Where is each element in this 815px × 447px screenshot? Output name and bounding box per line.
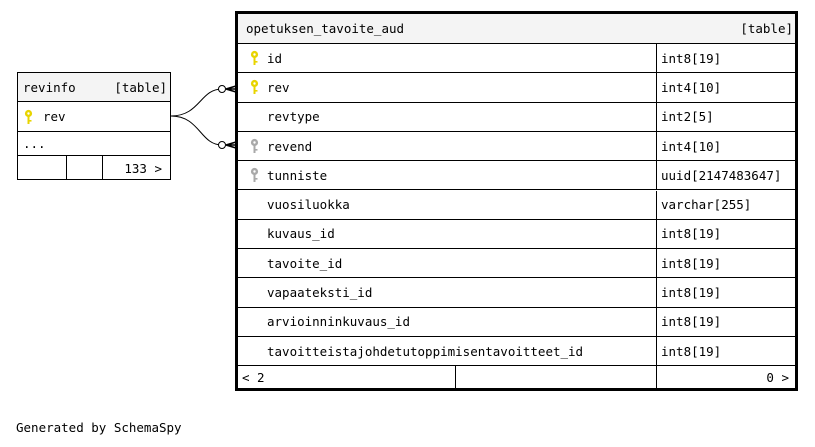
column-row-tavoite_id[interactable]: tavoite_id int8[19] <box>238 249 795 279</box>
column-type: int8[19] <box>661 285 722 301</box>
column-type: int4[10] <box>661 79 722 95</box>
more-columns-text: ... <box>23 136 46 151</box>
column-row-revend[interactable]: revend int4[10] <box>238 131 795 162</box>
table-header: revinfo [table] <box>18 73 170 102</box>
column-row-revtype[interactable]: revtype int2[5] <box>238 102 795 132</box>
column-row-arvioinninkuvaus_id[interactable]: arvioinninkuvaus_id int8[19] <box>238 307 795 337</box>
column-name: arvioinninkuvaus_id <box>267 314 410 330</box>
column-name: id <box>267 50 283 66</box>
table-footer: < 2 0 > <box>238 366 795 388</box>
column-type: int4[10] <box>661 138 722 154</box>
generated-by-text: Generated by SchemaSpy <box>16 420 182 435</box>
table-name[interactable]: opetuksen_tavoite_aud <box>246 21 405 36</box>
revend-crowfoot <box>225 141 237 149</box>
table-kind: [table] <box>740 21 793 36</box>
revend-link-circle <box>218 141 226 149</box>
foreign-key-icon <box>250 132 259 160</box>
column-type: int8[19] <box>661 255 722 271</box>
column-type: int8[19] <box>661 314 722 330</box>
column-name: tavoite_id <box>267 255 343 271</box>
column-name: vapaateksti_id <box>267 285 373 301</box>
column-type: int8[19] <box>661 50 722 66</box>
revinfo-table[interactable]: revinfo [table] rev ... 133 > <box>17 72 171 180</box>
table-name[interactable]: revinfo <box>23 79 76 95</box>
column-row-id[interactable]: id int8[19] <box>238 44 795 74</box>
column-row-tunniste[interactable]: tunniste uuid[2147483647] <box>238 161 795 191</box>
column-name: rev <box>267 79 290 95</box>
column-type: int8[19] <box>661 226 722 242</box>
column-type: int2[5] <box>661 109 714 125</box>
column-row-vapaateksti_id[interactable]: vapaateksti_id int8[19] <box>238 278 795 308</box>
column-type: uuid[2147483647] <box>661 167 782 183</box>
column-name: revtype <box>267 109 320 125</box>
column-row-rev[interactable]: rev <box>18 102 170 132</box>
table-header: opetuksen_tavoite_aud [table] <box>238 14 795 44</box>
column-name: kuvaus_id <box>267 226 335 242</box>
column-name: tunniste <box>267 167 328 183</box>
column-row-kuvaus_id[interactable]: kuvaus_id int8[19] <box>238 219 795 250</box>
rev-link-circle <box>218 85 226 93</box>
column-name: revend <box>267 138 313 154</box>
foreign-key-icon <box>250 161 259 189</box>
child-count[interactable]: 0 > <box>766 369 789 385</box>
opetuksen-tavoite-aud-table[interactable]: opetuksen_tavoite_aud [table] id int8[19]… <box>235 11 798 391</box>
column-type: varchar[255] <box>661 197 752 213</box>
parent-count[interactable]: < 2 <box>242 369 265 385</box>
primary-key-icon <box>250 44 259 72</box>
revend-relationship-line <box>170 115 223 146</box>
rev-crowfoot <box>225 85 237 93</box>
column-name: rev <box>43 109 66 124</box>
primary-key-icon <box>24 102 33 131</box>
column-row-rev[interactable]: rev int4[10] <box>238 73 795 103</box>
rev-relationship-line <box>170 88 223 117</box>
more-columns-row[interactable]: ... <box>18 132 170 156</box>
column-name: vuosiluokka <box>267 197 350 213</box>
table-footer: 133 > <box>18 156 170 180</box>
column-row-tavoitteistajohdetutoppimisentavoitteet_id[interactable]: tavoitteistajohdetutoppimisentavoitteet_… <box>238 337 795 367</box>
column-name: tavoitteistajohdetutoppimisentavoitteet_… <box>267 343 584 359</box>
table-kind: [table] <box>114 79 167 95</box>
column-type: int8[19] <box>661 343 722 359</box>
primary-key-icon <box>250 73 259 101</box>
column-row-vuosiluokka[interactable]: vuosiluokka varchar[255] <box>238 190 795 220</box>
child-count[interactable]: 133 > <box>124 160 162 176</box>
